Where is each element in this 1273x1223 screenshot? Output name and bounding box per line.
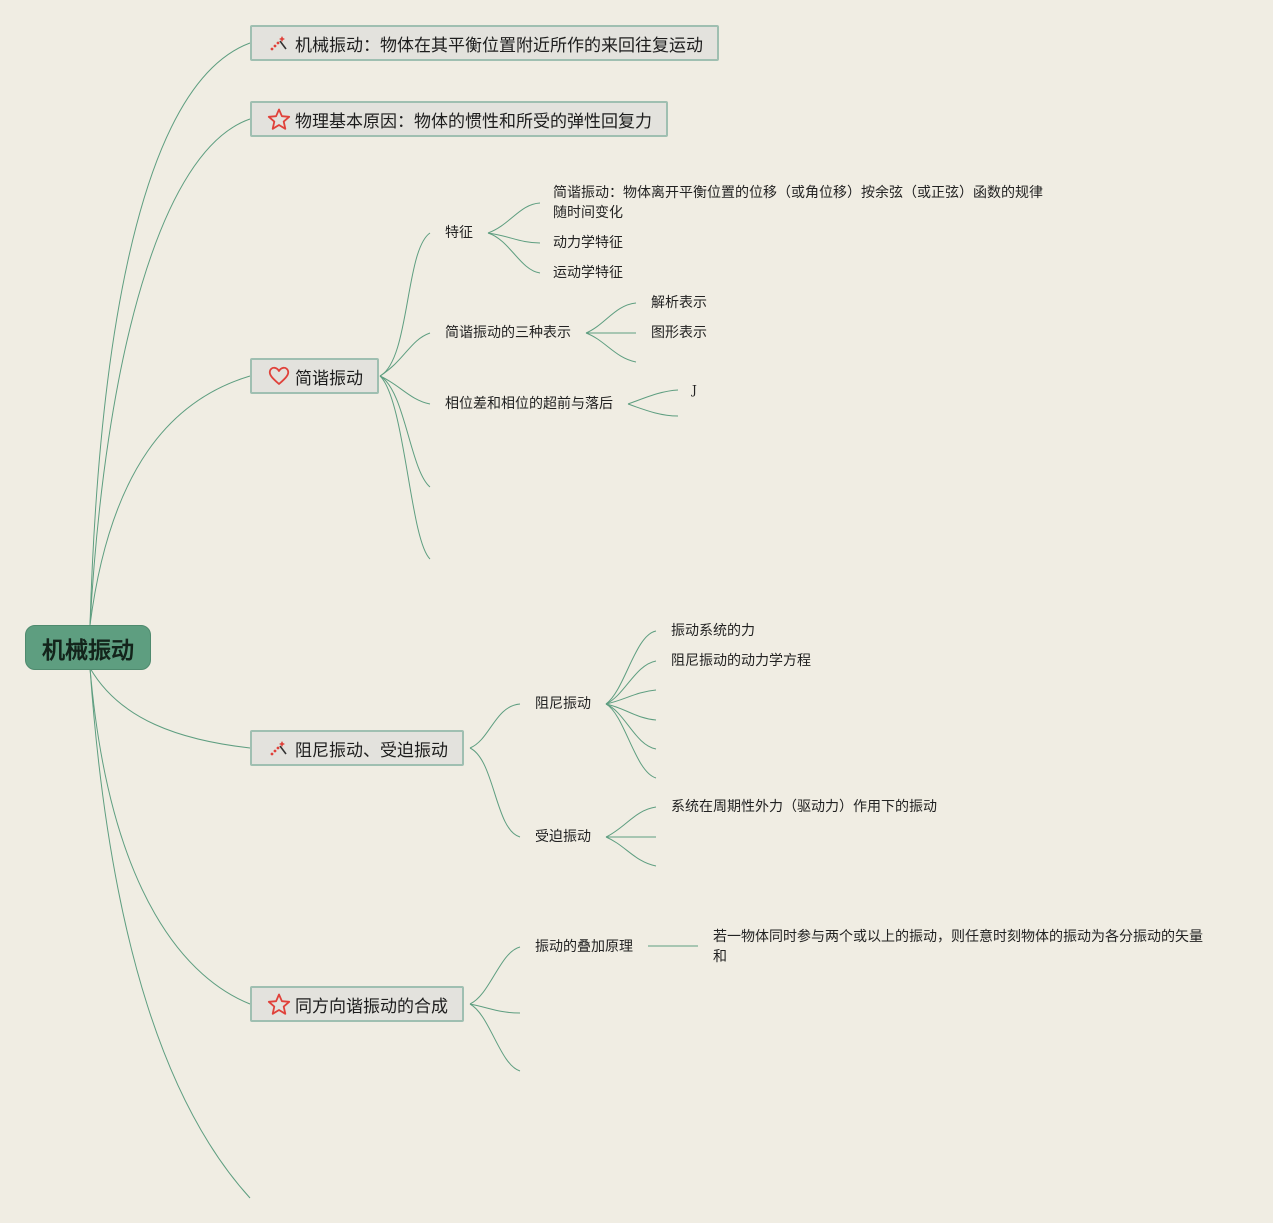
topic-phase-difference[interactable]: 相位差和相位的超前与落后	[445, 396, 613, 412]
topic-superposition-principle[interactable]: 振动的叠加原理	[535, 939, 633, 955]
branch-physical-cause[interactable]: 物理基本原因：物体的惯性和所受的弹性回复力	[250, 101, 668, 137]
branch-label: 阻尼振动、受迫振动	[295, 740, 448, 761]
topic-kinematic-feature[interactable]: 运动学特征	[553, 265, 623, 281]
branch-damped-forced[interactable]: 阻尼振动、受迫振动	[250, 730, 464, 766]
star-icon	[266, 108, 292, 130]
topic-dynamic-feature[interactable]: 动力学特征	[553, 235, 623, 251]
branch-simple-harmonic[interactable]: 简谐振动	[250, 358, 379, 394]
topic-shm-definition[interactable]: 简谐振动：物体离开平衡位置的位移（或角位移）按余弦（或正弦）函数的规律随时间变化	[553, 185, 1043, 221]
topic-forced-vibration[interactable]: 受迫振动	[535, 829, 591, 845]
heart-icon	[266, 365, 292, 387]
topic-damped-vibration[interactable]: 阻尼振动	[535, 696, 591, 712]
branch-label: 物理基本原因：物体的惯性和所受的弹性回复力	[295, 111, 652, 132]
branch-label: 同方向谐振动的合成	[295, 996, 448, 1017]
root-label: 机械振动	[42, 637, 134, 664]
topic-phase-note[interactable]: J	[692, 383, 697, 397]
star-icon	[266, 993, 292, 1015]
branch-label: 机械振动：物体在其平衡位置附近所作的来回往复运动	[295, 35, 703, 56]
branch-superposition[interactable]: 同方向谐振动的合成	[250, 986, 464, 1022]
topic-superposition-definition[interactable]: 若一物体同时参与两个或以上的振动，则任意时刻物体的振动为各分振动的矢量和	[713, 929, 1203, 965]
pencil-sparkle-icon	[266, 737, 292, 759]
topic-three-representations[interactable]: 简谐振动的三种表示	[445, 325, 571, 341]
root-node[interactable]: 机械振动	[25, 625, 151, 670]
pencil-sparkle-icon	[266, 32, 292, 54]
topic-graphic-representation[interactable]: 图形表示	[651, 325, 707, 341]
branch-label: 简谐振动	[295, 368, 363, 389]
branch-definition[interactable]: 机械振动：物体在其平衡位置附近所作的来回往复运动	[250, 25, 719, 61]
topic-system-force[interactable]: 振动系统的力	[671, 623, 755, 639]
topic-damped-equation[interactable]: 阻尼振动的动力学方程	[671, 653, 811, 669]
topic-forced-definition[interactable]: 系统在周期性外力（驱动力）作用下的振动	[671, 799, 937, 815]
topic-characteristics[interactable]: 特征	[445, 225, 473, 241]
topic-analytic-representation[interactable]: 解析表示	[651, 295, 707, 311]
